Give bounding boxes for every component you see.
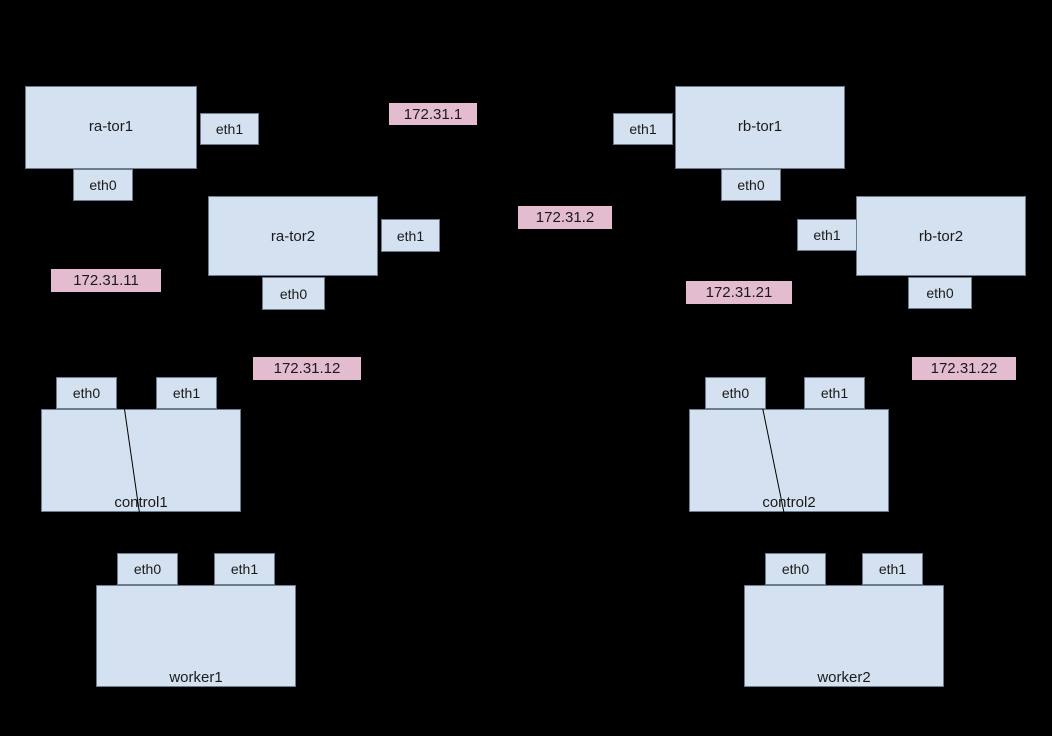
edge-worker2-eth1-to-net-172-31-22 <box>892 368 965 570</box>
edge-worker1-eth1-to-net-172-31-12 <box>244 368 308 570</box>
port-rb-tor2-eth1[interactable]: eth1 <box>797 219 857 251</box>
network-label-net-172-31-22[interactable]: 172.31.22 <box>912 357 1016 380</box>
network-label-net-172-31-1[interactable]: 172.31.1 <box>389 103 477 125</box>
node-label: worker2 <box>817 669 871 686</box>
node-rb-tor1[interactable]: rb-tor1 <box>675 86 845 169</box>
node-label: control2 <box>762 494 816 511</box>
node-label: worker1 <box>169 669 223 686</box>
port-worker2-eth0[interactable]: eth0 <box>765 553 826 585</box>
node-worker1[interactable]: worker1 <box>96 585 296 687</box>
port-ra-tor2-eth1[interactable]: eth1 <box>381 219 440 252</box>
node-ra-tor1[interactable]: ra-tor1 <box>25 86 197 169</box>
edge-rb-tor1-eth0-to-net-172-31-21 <box>738 184 752 293</box>
port-worker1-eth1[interactable]: eth1 <box>214 553 275 585</box>
port-control1-eth1[interactable]: eth1 <box>156 377 217 409</box>
port-rb-tor1-eth0[interactable]: eth0 <box>721 169 781 201</box>
port-control2-eth0[interactable]: eth0 <box>705 377 766 409</box>
port-ra-tor1-eth1[interactable]: eth1 <box>200 113 259 145</box>
node-control2[interactable]: control2 <box>689 409 889 512</box>
node-label: rb-tor2 <box>918 228 964 245</box>
port-worker2-eth1[interactable]: eth1 <box>862 553 923 585</box>
network-label-net-172-31-21[interactable]: 172.31.21 <box>686 281 792 304</box>
node-control1[interactable]: control1 <box>41 409 241 512</box>
node-worker2[interactable]: worker2 <box>744 585 944 687</box>
port-control1-eth0[interactable]: eth0 <box>56 377 117 409</box>
port-worker1-eth0[interactable]: eth0 <box>117 553 178 585</box>
network-label-net-172-31-11[interactable]: 172.31.11 <box>51 269 161 292</box>
node-label: rb-tor1 <box>737 118 783 135</box>
node-label: ra-tor1 <box>88 118 134 135</box>
node-label: ra-tor2 <box>270 228 316 245</box>
network-label-net-172-31-12[interactable]: 172.31.12 <box>253 357 361 380</box>
node-label: control1 <box>114 494 168 511</box>
network-label-net-172-31-2[interactable]: 172.31.2 <box>518 206 612 229</box>
node-ra-tor2[interactable]: ra-tor2 <box>208 196 378 276</box>
port-rb-tor2-eth0[interactable]: eth0 <box>908 277 972 309</box>
port-ra-tor2-eth0[interactable]: eth0 <box>262 277 325 310</box>
node-rb-tor2[interactable]: rb-tor2 <box>856 196 1026 276</box>
port-rb-tor1-eth1[interactable]: eth1 <box>613 113 673 145</box>
port-control2-eth1[interactable]: eth1 <box>804 377 865 409</box>
port-ra-tor1-eth0[interactable]: eth0 <box>73 169 133 201</box>
